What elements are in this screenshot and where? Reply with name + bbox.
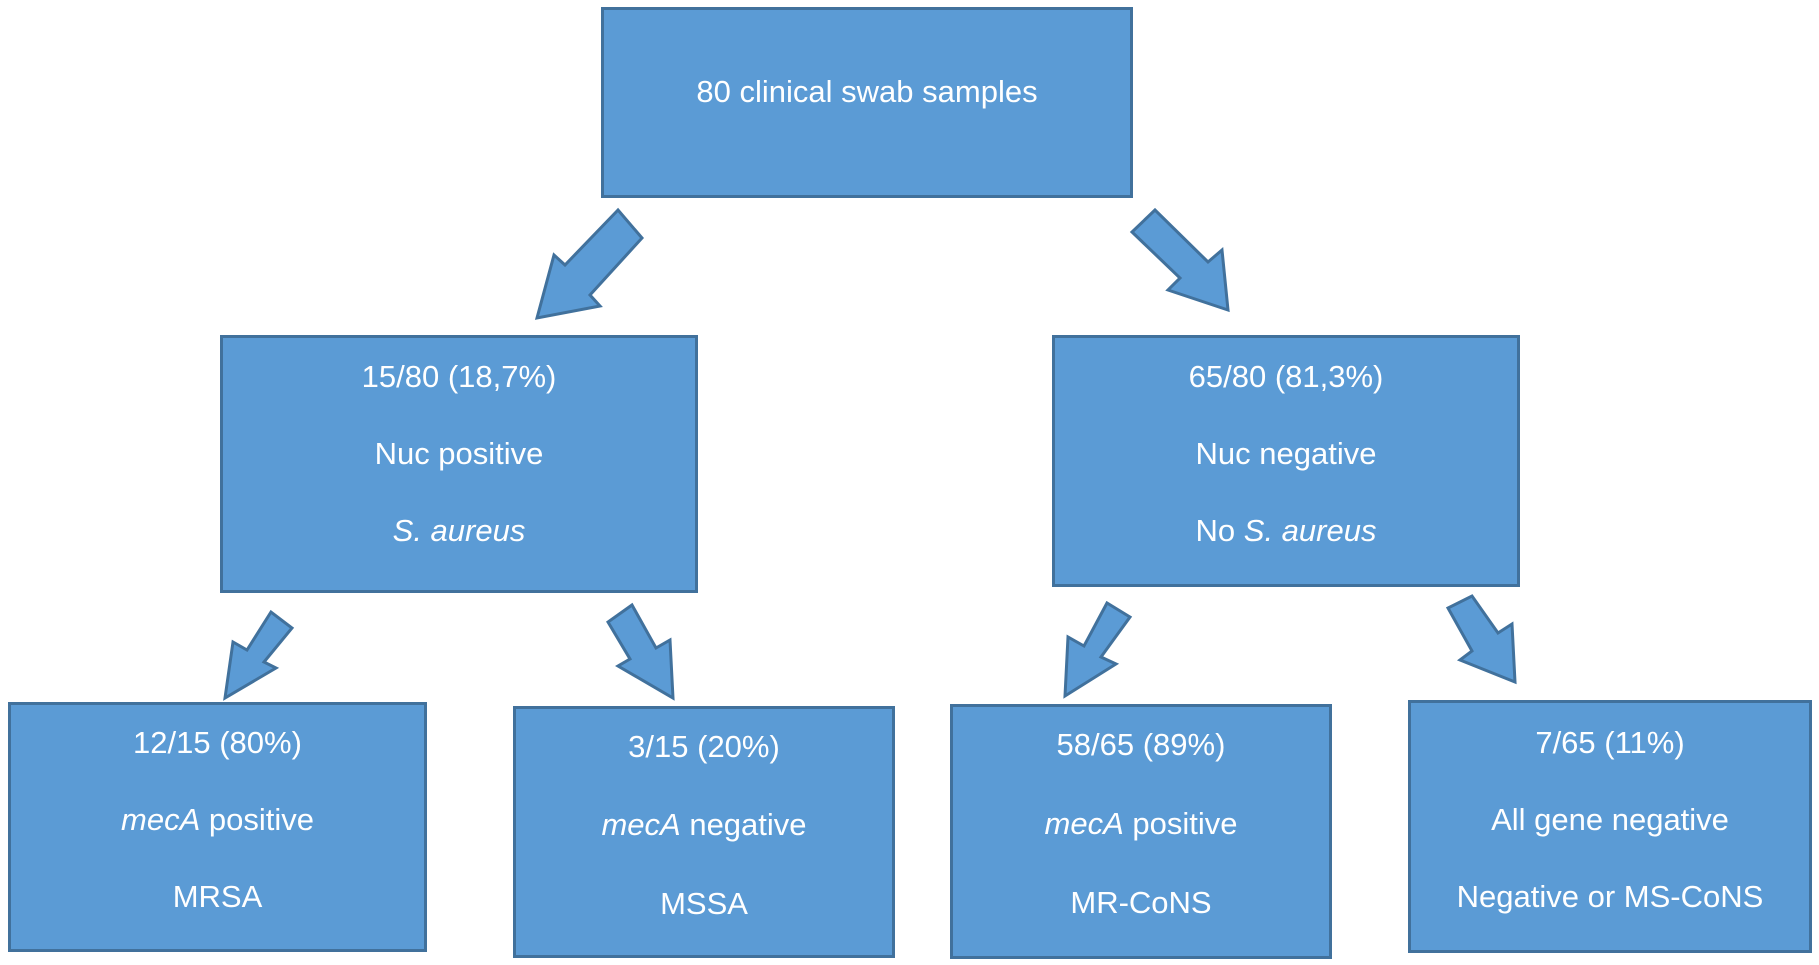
- arrow-nuc-negative-to-mr-cons: [1063, 600, 1133, 699]
- mssa-box: 3/15 (20%) mecA negative MSSA: [513, 706, 895, 958]
- nuc-negative-count: 65/80 (81,3%): [1188, 359, 1384, 394]
- mssa-result: negative: [689, 807, 807, 842]
- mr-cons-box: 58/65 (89%) mecA positive MR-CoNS: [950, 704, 1332, 959]
- arrow-nuc-positive-to-mrsa: [223, 609, 295, 701]
- mrsa-gene: mecA: [121, 802, 201, 837]
- arrow-nuc-positive-to-mssa: [606, 602, 675, 701]
- nuc-positive-count: 15/80 (18,7%): [361, 359, 557, 394]
- nuc-positive-box: 15/80 (18,7%) Nuc positive S. aureus: [220, 335, 698, 593]
- all-negative-label: Negative or MS-CoNS: [1456, 879, 1764, 914]
- mrsa-label: MRSA: [172, 879, 263, 914]
- mssa-gene: mecA: [601, 807, 681, 842]
- mrsa-gene-line: mecA positive: [11, 804, 424, 835]
- arrow-root-to-nuc-positive: [534, 207, 645, 320]
- mssa-gene-line: mecA negative: [516, 809, 892, 840]
- mr-cons-count: 58/65 (89%): [1056, 727, 1226, 762]
- mrsa-box: 12/15 (80%) mecA positive MRSA: [8, 702, 427, 952]
- all-negative-result: All gene negative: [1491, 802, 1729, 837]
- nuc-negative-organism-prefix: No: [1195, 513, 1236, 548]
- mr-cons-label: MR-CoNS: [1070, 885, 1212, 920]
- root-box: 80 clinical swab samples: [601, 7, 1133, 198]
- nuc-negative-result: Nuc negative: [1195, 436, 1377, 471]
- root-label: 80 clinical swab samples: [696, 74, 1038, 109]
- nuc-positive-organism: S. aureus: [392, 513, 526, 548]
- nuc-negative-organism-line: No S. aureus: [1055, 515, 1517, 546]
- mssa-count: 3/15 (20%): [628, 729, 780, 764]
- nuc-positive-result: Nuc positive: [374, 436, 544, 471]
- all-negative-count: 7/65 (11%): [1535, 725, 1685, 760]
- nuc-negative-organism: S. aureus: [1243, 513, 1377, 548]
- mr-cons-gene: mecA: [1044, 806, 1124, 841]
- nuc-negative-box: 65/80 (81,3%) Nuc negative No S. aureus: [1052, 335, 1520, 587]
- mr-cons-result: positive: [1132, 806, 1238, 841]
- arrow-root-to-nuc-negative: [1129, 207, 1230, 313]
- mrsa-result: positive: [208, 802, 314, 837]
- arrow-nuc-negative-to-all-negative: [1445, 594, 1517, 685]
- mssa-label: MSSA: [660, 886, 748, 921]
- mr-cons-gene-line: mecA positive: [953, 808, 1329, 839]
- mrsa-count: 12/15 (80%): [133, 725, 302, 760]
- all-negative-box: 7/65 (11%) All gene negative Negative or…: [1408, 700, 1812, 953]
